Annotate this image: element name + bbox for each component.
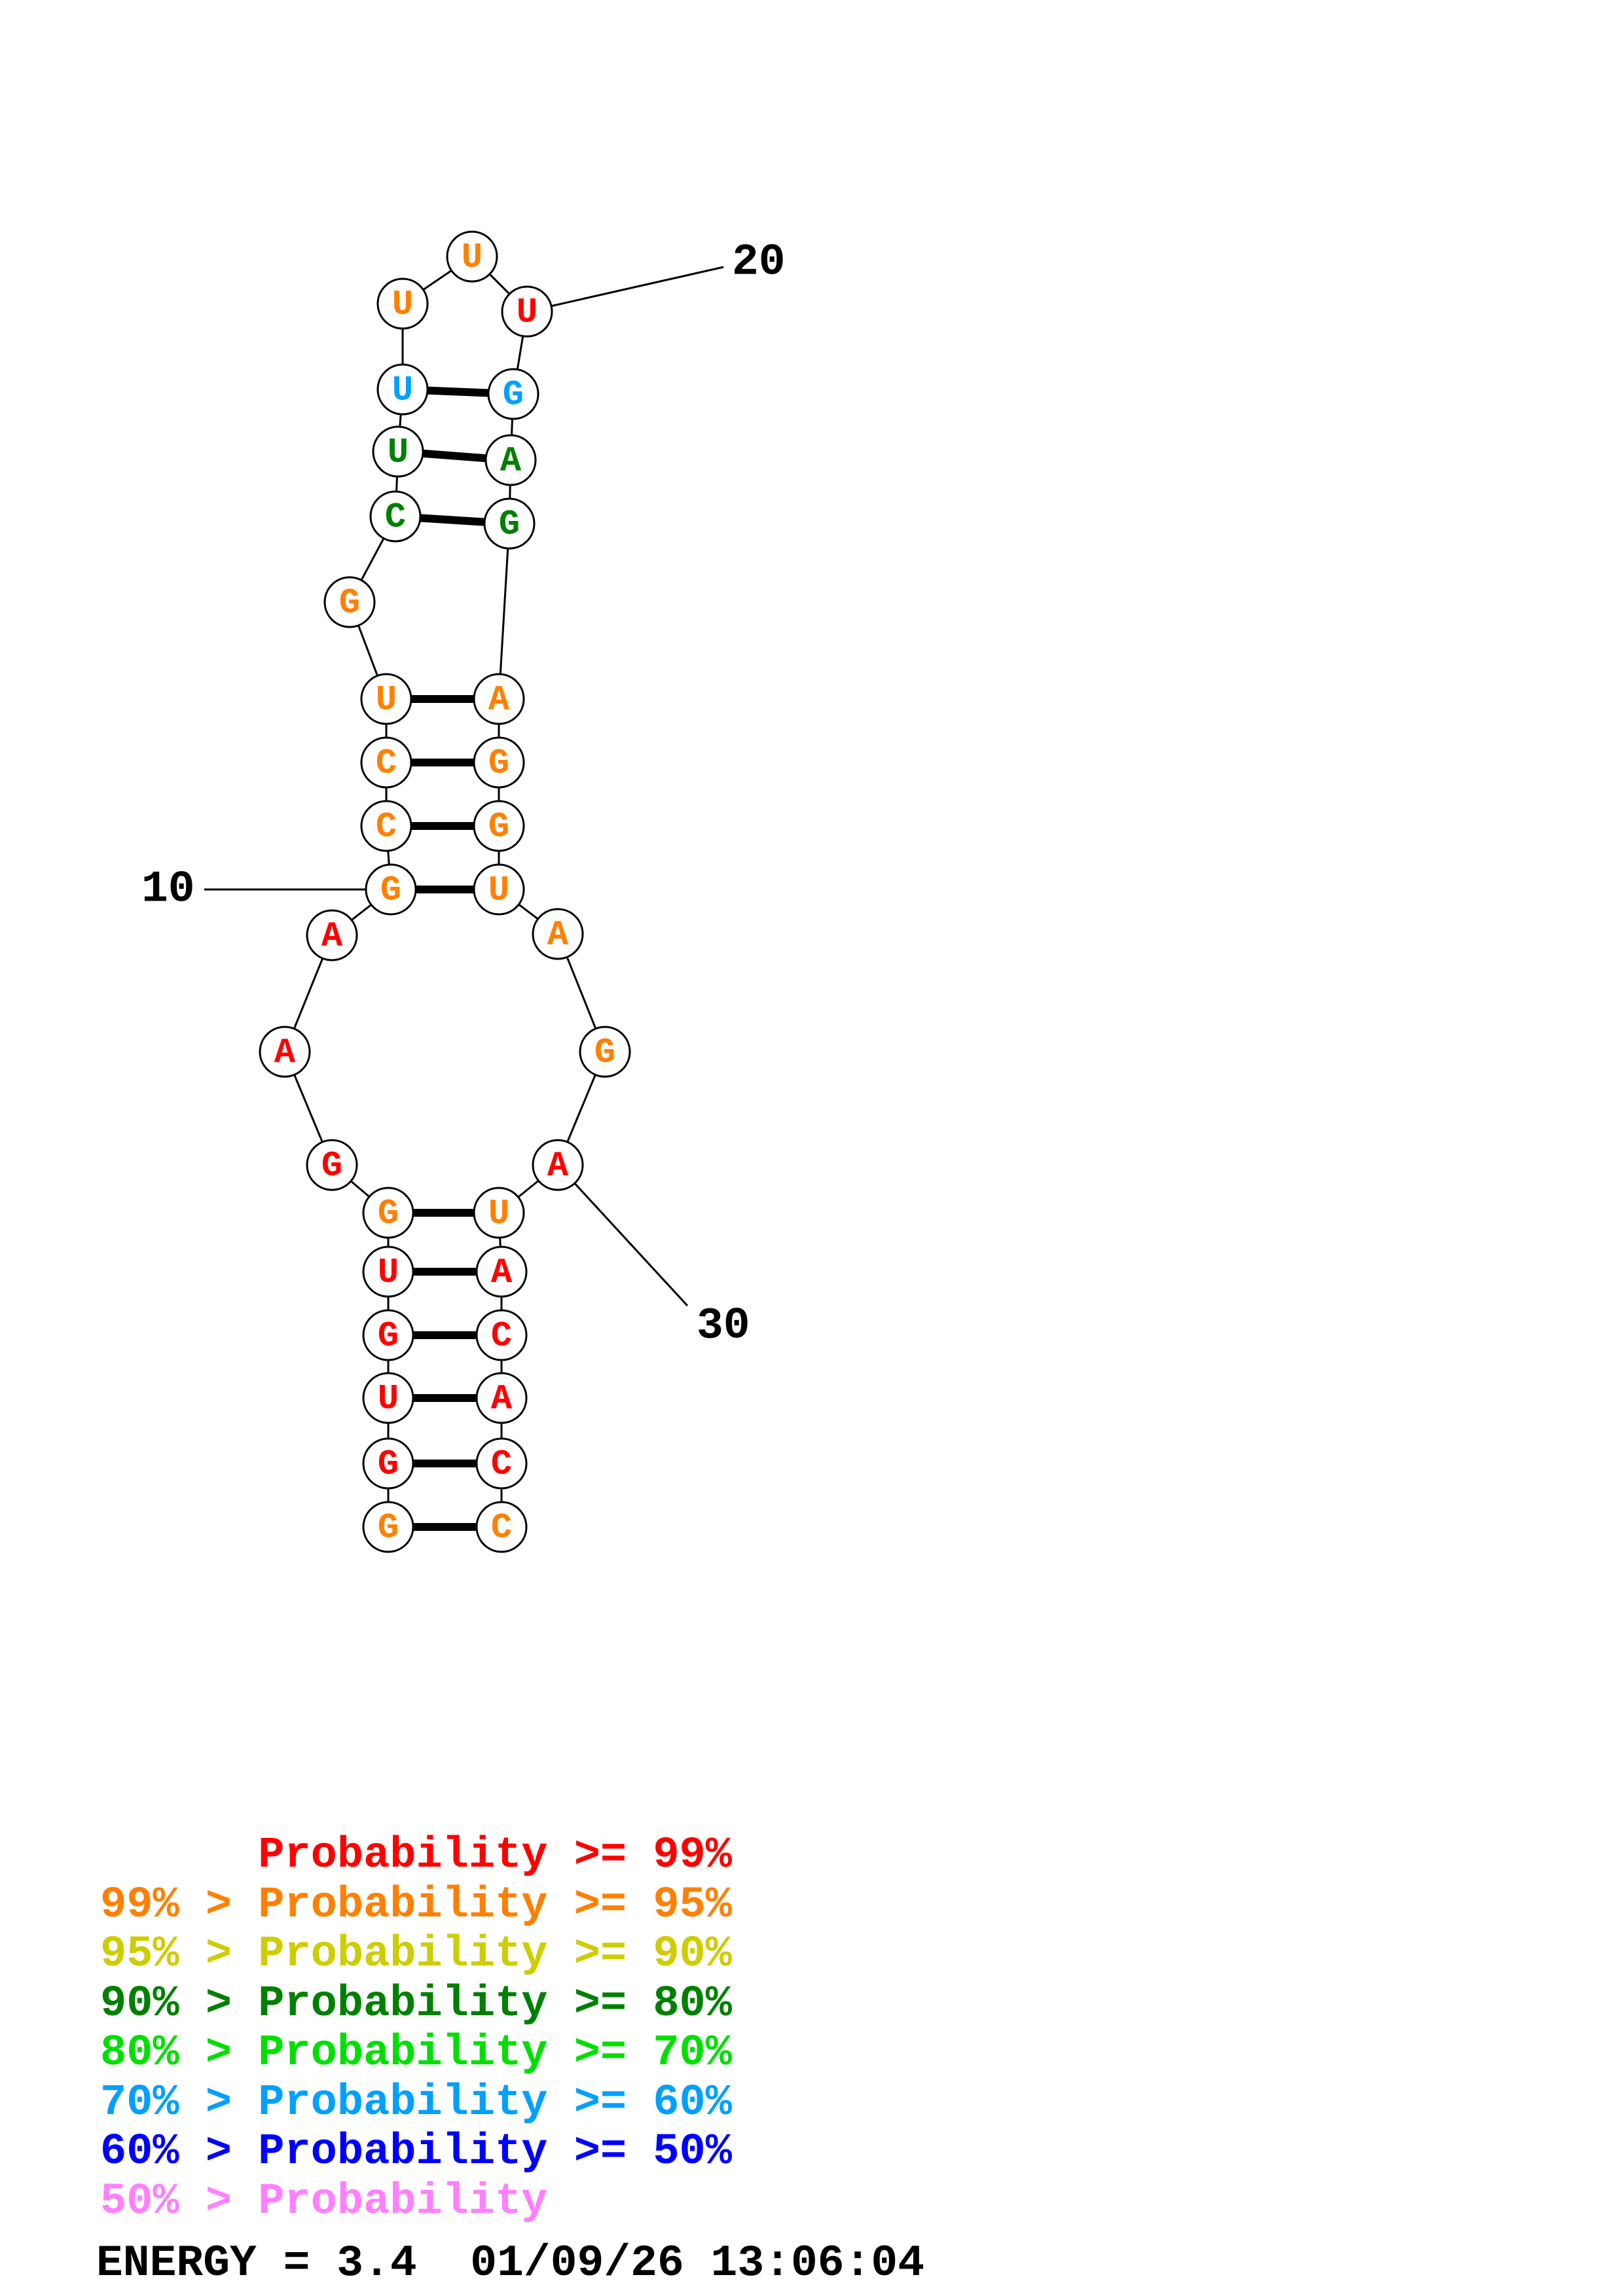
nucleotide-base: C	[376, 744, 397, 784]
nucleotide-base: G	[488, 744, 509, 784]
nucleotide-circle	[362, 1187, 414, 1239]
backbone-line	[498, 523, 511, 700]
nucleotide-base: U	[462, 238, 483, 278]
legend-row: 90% > Probability >= 80%	[100, 1979, 732, 2029]
probability-legend: Probability >= 99%99% > Probability >= 9…	[100, 1831, 732, 2227]
nucleotide-circle	[360, 673, 412, 725]
nucleotide-base: A	[500, 442, 522, 482]
nucleotide-circle	[483, 497, 536, 550]
nucleotide-base: C	[376, 808, 397, 848]
sequence-number-label: 20	[732, 238, 786, 288]
nucleotide-circle	[579, 1026, 631, 1078]
legend-row: 95% > Probability >= 90%	[100, 1929, 732, 1979]
legend-row: 80% > Probability >= 70%	[100, 2028, 732, 2078]
nucleotide-circle	[475, 1437, 528, 1490]
nucleotide-base: A	[491, 1253, 513, 1293]
nucleotide-circle	[369, 490, 422, 543]
nucleotide-base: G	[321, 1147, 342, 1187]
nucleotide-base: C	[491, 1509, 512, 1549]
nucleotide-base: U	[388, 433, 409, 473]
nucleotide-base: U	[378, 1253, 399, 1293]
nucleotide-circle	[360, 736, 412, 789]
nucleotide-circle	[487, 368, 539, 420]
nucleotide-base: U	[488, 871, 509, 911]
nucleotide-base: G	[499, 505, 520, 545]
nucleotide-circle	[473, 1187, 525, 1239]
nucleotide-circle	[475, 1372, 528, 1424]
energy-text: ENERGY = 3.4 01/09/26 13:06:04	[96, 2238, 925, 2289]
nucleotide-base: G	[503, 376, 524, 416]
nucleotide-circle	[473, 800, 525, 852]
nucleotide-circle	[501, 285, 553, 338]
nucleotide-circle	[473, 673, 525, 725]
nucleotide-circle	[376, 278, 429, 330]
nucleotide-base: U	[488, 1194, 509, 1234]
nucleotide-base: A	[547, 916, 569, 956]
nucleotide-base: C	[491, 1317, 512, 1357]
nucleotide-base: C	[385, 498, 406, 538]
nucleotide-base: U	[392, 285, 413, 325]
nucleotide-circle	[362, 1437, 414, 1490]
nucleotide-circle	[362, 1501, 414, 1553]
nucleotide-circle	[362, 1372, 414, 1424]
nucleotide-base: G	[378, 1509, 399, 1549]
nucleotide-circle	[475, 1501, 528, 1553]
nucleotide-circle	[473, 736, 525, 789]
legend-row: 60% > Probability >= 50%	[100, 2127, 732, 2177]
nucleotide-base: A	[274, 1033, 296, 1073]
nucleotide-base: G	[378, 1445, 399, 1485]
nucleotide-circle	[372, 425, 424, 478]
nucleotide-base: A	[547, 1147, 569, 1187]
nucleotide-base: A	[491, 1380, 513, 1420]
nucleotide-circle	[446, 230, 498, 283]
nucleotide-circle	[306, 909, 358, 961]
sequence-number-label: 10	[141, 865, 195, 915]
nucleotide-circle	[473, 863, 525, 916]
nucleotide-base: U	[392, 371, 413, 411]
legend-row: 50% > Probability	[100, 2176, 548, 2227]
nucleotide-base: G	[488, 808, 509, 848]
nucleotide-circle	[306, 1139, 358, 1191]
number-pointer-line	[526, 266, 724, 313]
nucleotide-circle	[362, 1309, 414, 1361]
nucleotide-circle	[475, 1246, 528, 1298]
nucleotide-base: U	[376, 681, 397, 721]
nucleotide-circle	[475, 1309, 528, 1361]
legend-row: 70% > Probability >= 60%	[100, 2077, 732, 2128]
legend-row: 99% > Probability >= 95%	[100, 1880, 732, 1930]
nucleotide-circle	[532, 908, 584, 960]
nucleotide-circle	[259, 1026, 311, 1078]
nucleotide-base: U	[378, 1380, 399, 1420]
nucleotide-base: A	[488, 681, 510, 721]
number-pointer-line	[556, 1164, 689, 1307]
sequence-number-label: 30	[697, 1301, 750, 1352]
nucleotide-circle	[360, 800, 412, 852]
nucleotide-base: U	[517, 293, 538, 333]
nucleotide-base: G	[339, 584, 360, 624]
nucleotide-circle	[362, 1246, 414, 1298]
nucleotide-circle	[376, 363, 429, 416]
nucleotide-base: A	[321, 917, 343, 957]
nucleotide-circle	[323, 576, 376, 628]
nucleotide-circle	[484, 434, 537, 486]
nucleotide-base: G	[380, 871, 401, 911]
legend-row: Probability >= 99%	[100, 1831, 732, 1880]
nucleotide-base: C	[491, 1445, 512, 1485]
nucleotide-circle	[532, 1139, 584, 1191]
nucleotide-base: G	[378, 1317, 399, 1357]
nucleotide-circle	[365, 863, 417, 916]
nucleotide-base: G	[378, 1194, 399, 1234]
nucleotide-base: G	[594, 1033, 615, 1073]
